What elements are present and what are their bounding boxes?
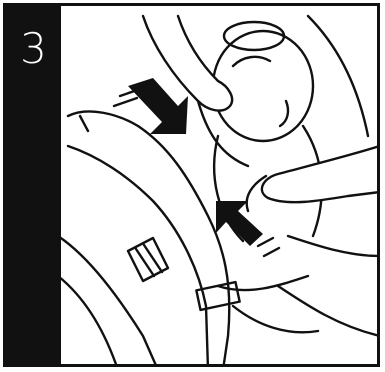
baby-carrier-illustration: [58, 6, 380, 367]
step-band: 3: [6, 6, 61, 364]
buckle: [128, 238, 168, 281]
baby-head: [213, 31, 313, 141]
arrow-down-right: [114, 78, 188, 134]
instruction-panel: 3: [3, 3, 380, 367]
hand-bottom: [262, 146, 380, 202]
step-number: 3: [6, 24, 61, 73]
